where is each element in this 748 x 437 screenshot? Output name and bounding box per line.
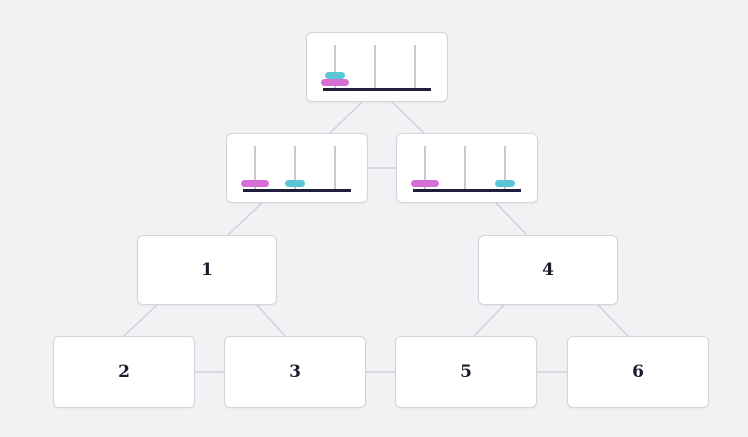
- hanoi-state-right: [396, 133, 538, 203]
- hanoi-board-right: [397, 134, 537, 202]
- hanoi-board-root: [307, 33, 447, 101]
- hanoi-peg: [374, 45, 376, 88]
- node-5: 5: [395, 336, 537, 408]
- hanoi-peg: [334, 146, 336, 189]
- hanoi-state-root: [306, 32, 448, 102]
- edge-right-4: [495, 202, 528, 236]
- hanoi-state-left: [226, 133, 368, 203]
- edge-4-5: [473, 304, 505, 337]
- hanoi-disk-large: [411, 180, 439, 187]
- hanoi-peg: [294, 146, 296, 189]
- hanoi-disk-small: [495, 180, 515, 187]
- hanoi-base: [323, 88, 431, 91]
- node-6: 6: [567, 336, 709, 408]
- hanoi-disk-large: [321, 79, 349, 86]
- hanoi-base: [243, 189, 351, 192]
- node-4: 4: [478, 235, 618, 305]
- node-1: 1: [137, 235, 277, 305]
- edge-root-left: [329, 101, 363, 134]
- node-1-label: 1: [201, 260, 213, 280]
- hanoi-peg: [424, 146, 426, 189]
- node-6-label: 6: [632, 362, 644, 382]
- node-4-label: 4: [542, 260, 554, 280]
- edge-1-2: [123, 304, 158, 337]
- hanoi-peg: [464, 146, 466, 189]
- node-5-label: 5: [460, 362, 472, 382]
- hanoi-board-left: [227, 134, 367, 202]
- hanoi-disk-small: [285, 180, 305, 187]
- hanoi-peg: [254, 146, 256, 189]
- hanoi-disk-large: [241, 180, 269, 187]
- node-3-label: 3: [289, 362, 301, 382]
- hanoi-base: [413, 189, 521, 192]
- edge-root-right: [391, 101, 425, 134]
- hanoi-peg: [504, 146, 506, 189]
- edge-left-1: [227, 202, 263, 236]
- node-2-label: 2: [118, 362, 130, 382]
- edge-4-6: [597, 304, 629, 337]
- node-2: 2: [53, 336, 195, 408]
- hanoi-disk-small: [325, 72, 345, 79]
- hanoi-peg: [414, 45, 416, 88]
- node-3: 3: [224, 336, 366, 408]
- edge-1-3: [256, 304, 286, 337]
- hanoi-peg: [334, 45, 336, 88]
